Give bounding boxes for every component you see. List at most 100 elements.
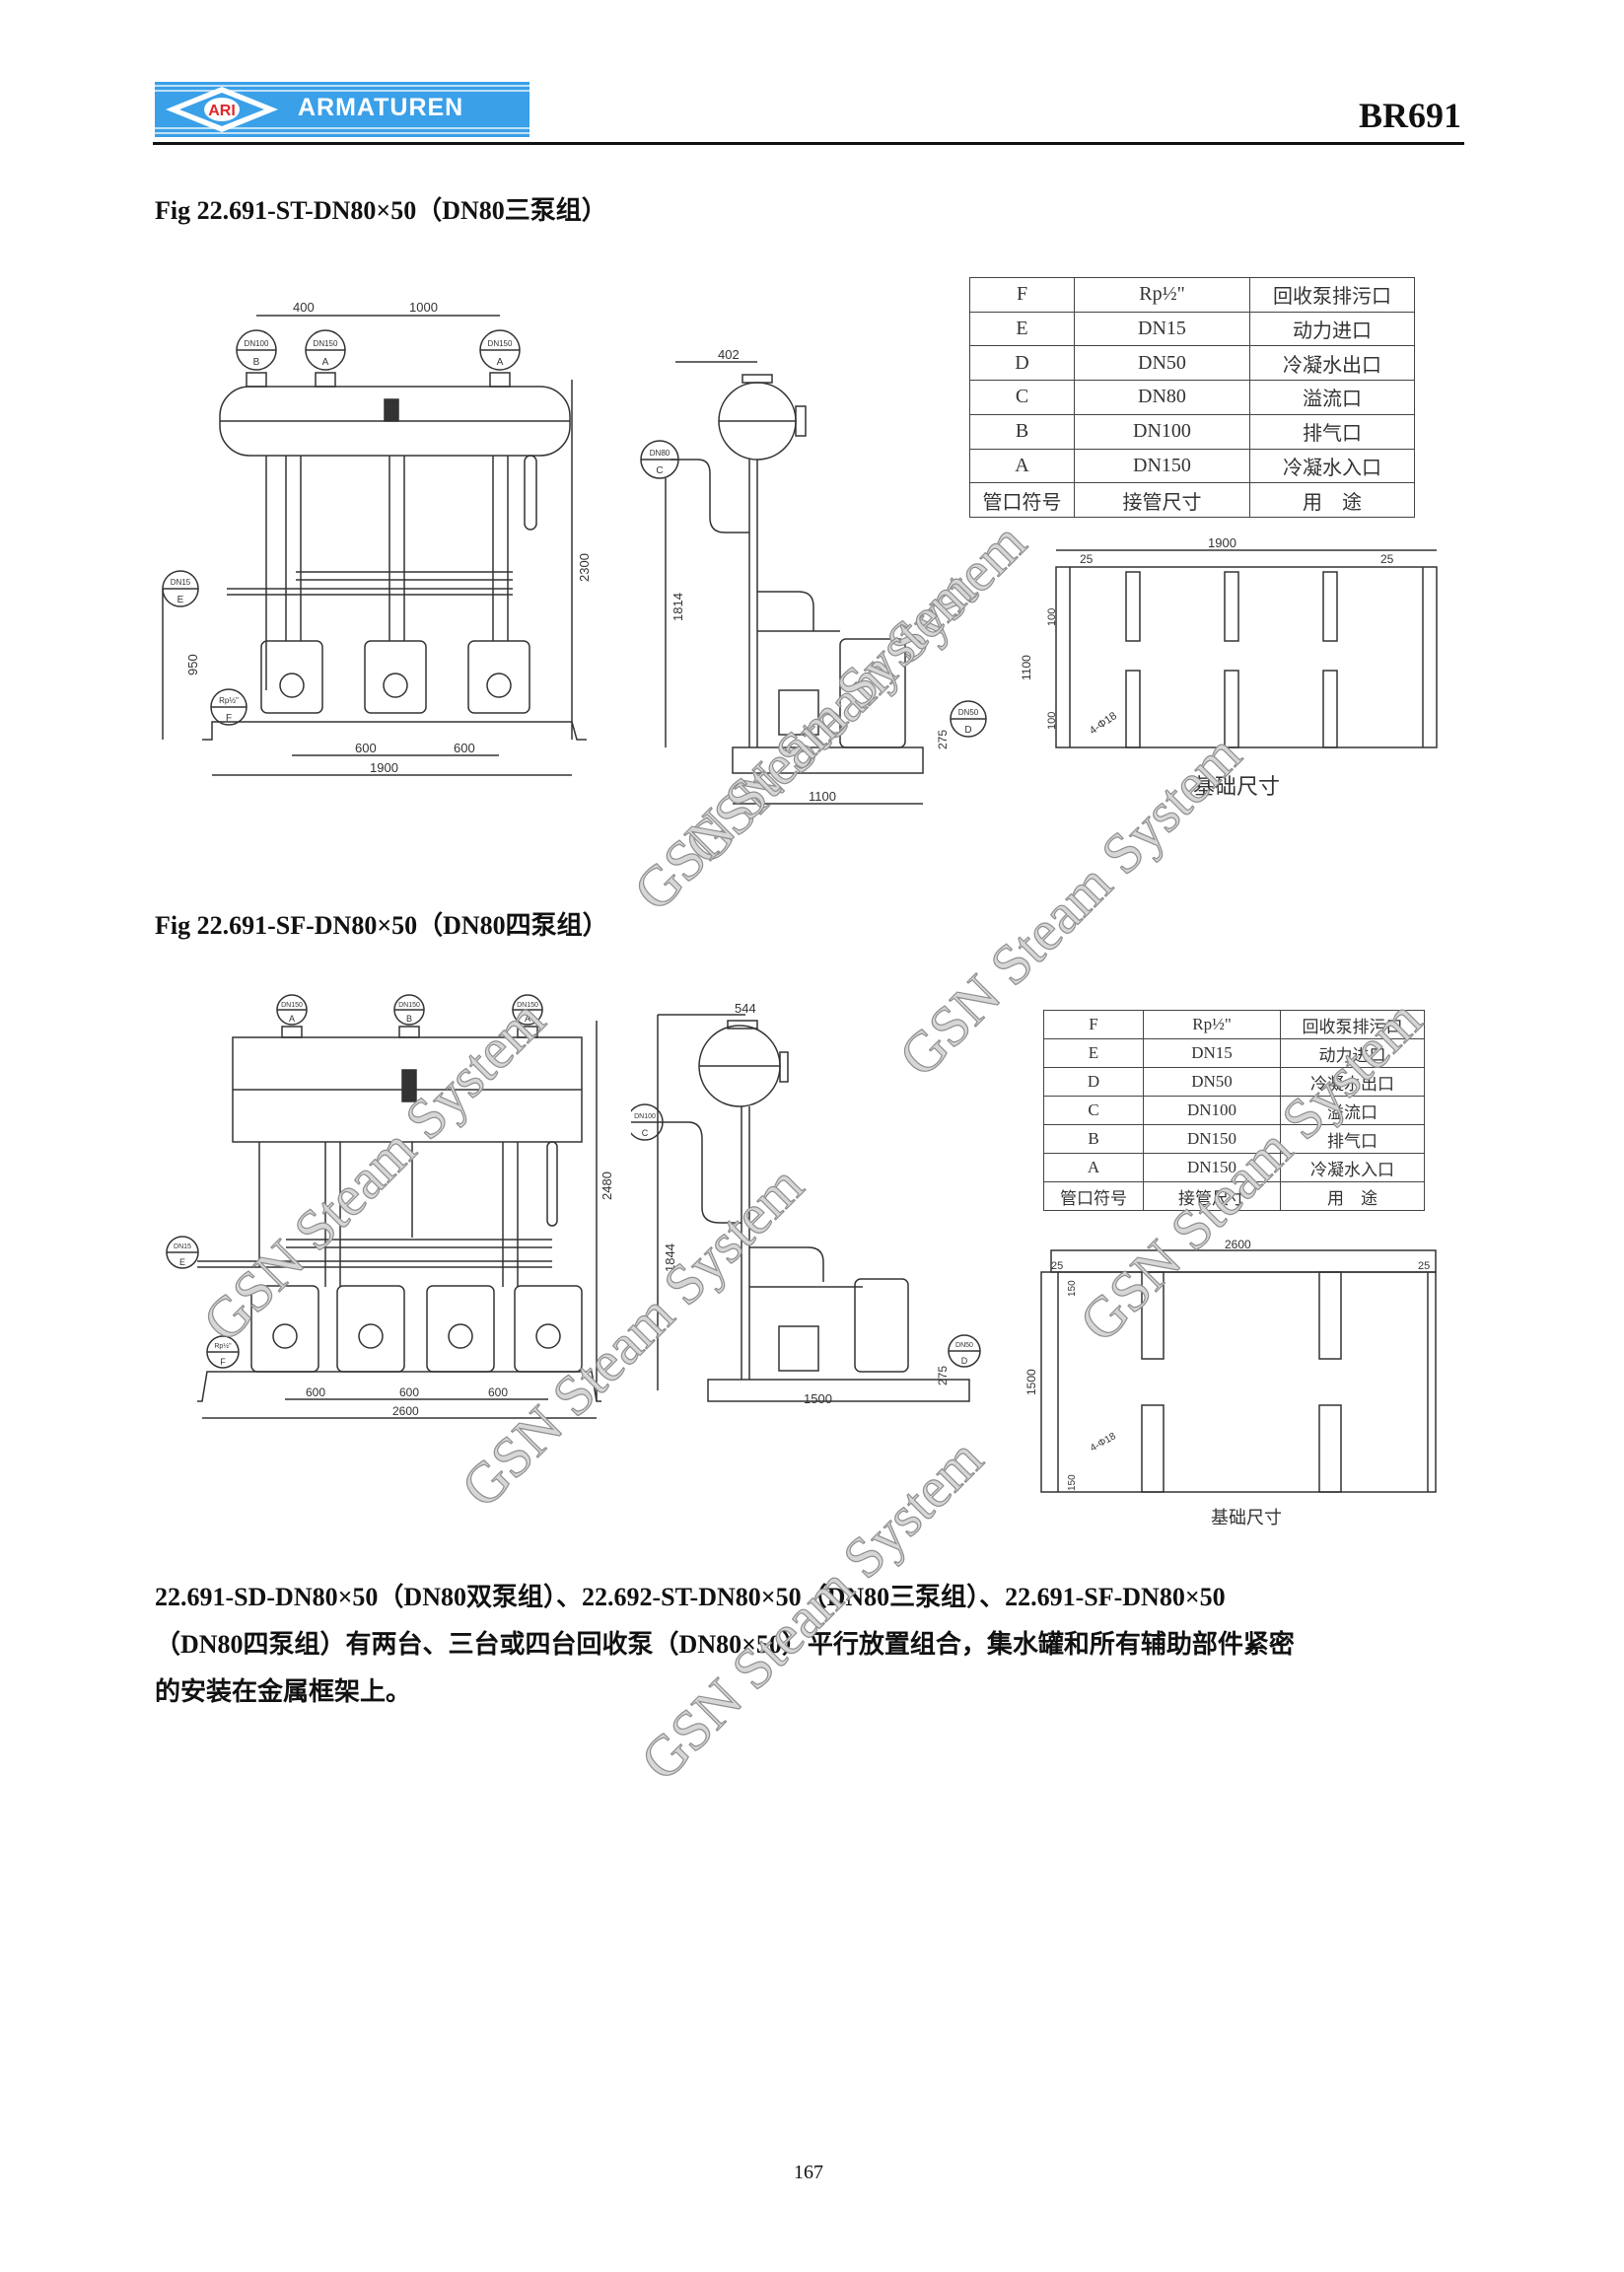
svg-text:1500: 1500 (1024, 1369, 1038, 1395)
svg-text:600: 600 (355, 741, 377, 755)
table-header-row: 管口符号接管尺寸用 途 (1043, 1181, 1425, 1211)
svg-text:DN150: DN150 (517, 1002, 538, 1009)
description-line: 22.691-SD-DN80×50（DN80双泵组）、22.692-ST-DN8… (155, 1583, 1226, 1611)
svg-text:2300: 2300 (577, 553, 592, 582)
svg-text:Rp½": Rp½" (214, 1342, 232, 1350)
svg-text:DN15: DN15 (174, 1243, 191, 1250)
svg-text:A: A (322, 357, 329, 368)
svg-text:DN150: DN150 (398, 1002, 420, 1009)
figure2-title: Fig 22.691-SF-DN80×50（DN80四泵组） (155, 911, 608, 940)
svg-text:100: 100 (1046, 712, 1058, 730)
figure2-foundation-plan: 2600 25 25 150 1500 150 4-Φ18 基础尺寸 (1024, 1238, 1437, 1527)
svg-text:基础尺寸: 基础尺寸 (1193, 774, 1280, 799)
base-frame (707, 1379, 970, 1402)
svg-text:F: F (220, 1357, 226, 1367)
svg-text:275: 275 (936, 1366, 950, 1385)
svg-text:E: E (179, 1257, 185, 1267)
svg-text:基础尺寸: 基础尺寸 (1211, 1508, 1282, 1527)
svg-text:A: A (525, 1014, 530, 1024)
port-flanges: DN150 A DN150 B DN150 A (276, 994, 543, 1038)
svg-text:C: C (656, 465, 663, 476)
pump-units (250, 1285, 583, 1373)
svg-text:D: D (964, 725, 971, 736)
pump-unit (839, 638, 906, 748)
svg-text:Rp½": Rp½" (219, 696, 239, 705)
figure1-front-view: 400 1000 DN100 B DN150 A DN150 A DN15 E … (162, 300, 592, 776)
svg-text:150: 150 (1067, 1280, 1078, 1297)
svg-text:4-Φ18: 4-Φ18 (1088, 710, 1119, 737)
description-line: （DN80四泵组）有两台、三台或四台回收泵（DN80×50）平行放置组合，集水罐… (155, 1630, 1295, 1659)
document-code: BR691 (1358, 96, 1461, 135)
svg-text:4-Φ18: 4-Φ18 (1089, 1431, 1118, 1455)
svg-text:400: 400 (293, 300, 315, 315)
svg-text:C: C (642, 1128, 649, 1138)
header-rule (153, 142, 1464, 145)
svg-text:600: 600 (488, 1385, 508, 1399)
svg-text:25: 25 (1080, 552, 1094, 566)
svg-text:B: B (253, 357, 260, 368)
svg-text:DN50: DN50 (955, 1342, 973, 1349)
svg-text:402: 402 (718, 347, 740, 362)
figure2-front-view: DN150 A DN150 B DN150 A DN15 E Rp½" F 24… (166, 994, 614, 1419)
pump-units (260, 640, 530, 714)
table-header-row: 管口符号接管尺寸用 途 (969, 482, 1415, 518)
svg-text:DN150: DN150 (281, 1002, 303, 1009)
logo-text: ARMATUREN (298, 94, 464, 121)
svg-text:A: A (497, 357, 504, 368)
svg-text:1900: 1900 (1208, 535, 1236, 550)
svg-text:600: 600 (399, 1385, 419, 1399)
page-number: 167 (794, 2162, 823, 2183)
ari-diamond-icon: ARI (166, 87, 278, 132)
svg-text:1900: 1900 (370, 760, 398, 775)
svg-text:DN100: DN100 (634, 1113, 656, 1120)
figure2-side-view: 544 DN100 C DN50 D 1844 275 1500 (631, 1001, 981, 1406)
base-frame (202, 721, 587, 741)
svg-text:ARI: ARI (208, 103, 236, 119)
svg-text:1100: 1100 (1020, 655, 1033, 680)
svg-text:600: 600 (454, 741, 475, 755)
svg-text:950: 950 (185, 654, 200, 675)
ari-armaturen-logo: ARI ARMATUREN (155, 82, 530, 137)
svg-text:544: 544 (735, 1001, 756, 1016)
figure1-side-view: 402 DN80 C DN50 D 1814 275 1100 (640, 347, 987, 805)
figure1-title: Fig 22.691-ST-DN80×50（DN80三泵组） (155, 196, 607, 225)
svg-text:1000: 1000 (409, 300, 438, 315)
svg-text:2600: 2600 (1225, 1238, 1251, 1251)
svg-text:1500: 1500 (804, 1391, 832, 1406)
svg-text:DN150: DN150 (314, 339, 338, 348)
svg-text:2480: 2480 (600, 1172, 614, 1200)
description-line: 的安装在金属框架上。 (155, 1677, 412, 1706)
svg-text:1100: 1100 (809, 789, 836, 804)
base-frame (732, 746, 924, 774)
svg-text:F: F (226, 713, 232, 724)
svg-text:A: A (289, 1014, 295, 1024)
svg-text:B: B (406, 1014, 412, 1024)
svg-text:DN150: DN150 (488, 339, 513, 348)
svg-text:275: 275 (936, 730, 950, 749)
svg-text:DN80: DN80 (650, 449, 671, 458)
svg-text:DN50: DN50 (958, 708, 979, 717)
svg-text:D: D (961, 1356, 968, 1366)
svg-text:25: 25 (1418, 1260, 1430, 1272)
svg-text:600: 600 (306, 1385, 325, 1399)
svg-text:DN15: DN15 (171, 578, 191, 587)
base-frame (197, 1371, 601, 1402)
port-flanges: DN100 B DN150 A DN150 A (236, 329, 521, 388)
svg-text:100: 100 (1046, 608, 1058, 626)
description-paragraph: 22.691-SD-DN80×50（DN80双泵组）、22.692-ST-DN8… (155, 1574, 1295, 1716)
svg-text:1844: 1844 (663, 1243, 677, 1272)
svg-text:25: 25 (1051, 1260, 1063, 1272)
